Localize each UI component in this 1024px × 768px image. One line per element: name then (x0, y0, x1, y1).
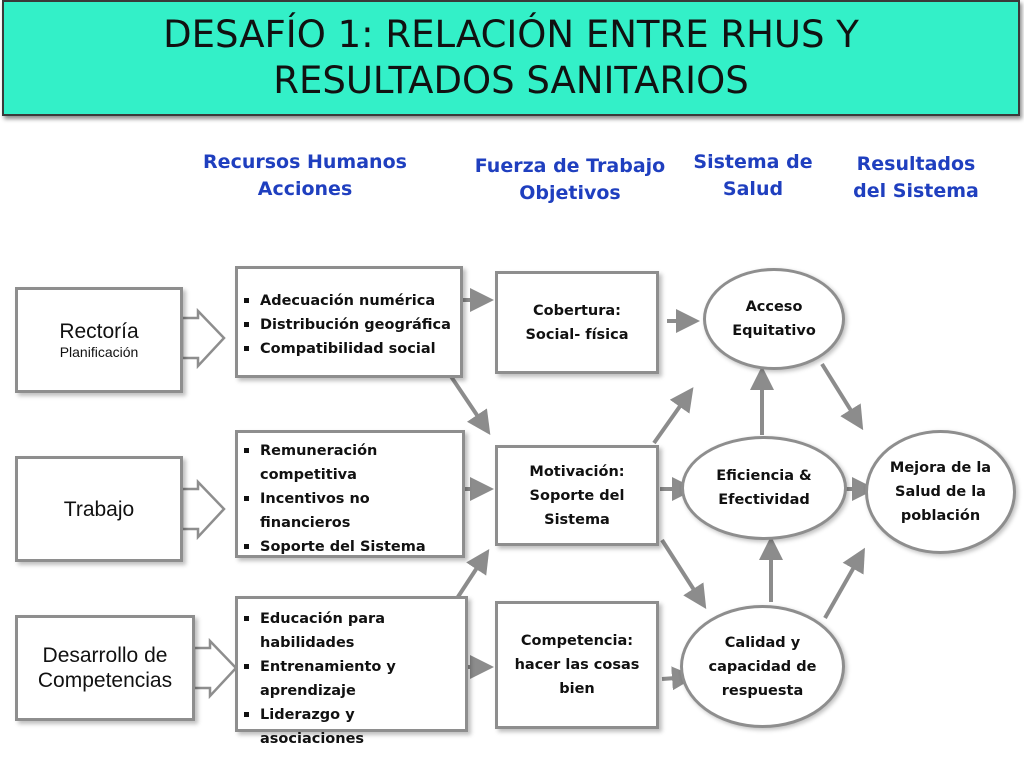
list-item: Remuneración competitiva (244, 439, 456, 487)
rectoria-label: Rectoría (59, 320, 139, 343)
ellipse-eficiencia: Eficiencia & Efectividad (681, 436, 847, 540)
list-item: Entrenamiento y aprendizaje (244, 655, 461, 703)
column-heading-fuerza: Fuerza de Trabajo Objetivos (474, 155, 666, 204)
box-motivacion: Motivación: Soporte del Sistema (495, 445, 659, 546)
slide-title-text: DESAFÍO 1: RELACIÓN ENTRE RHUS Y RESULTA… (163, 13, 859, 102)
list-item: Adecuación numérica (244, 289, 460, 313)
arrow-actions1-motivacion (446, 370, 491, 435)
rectoria-sublabel: Planificación (59, 344, 139, 360)
box-acciones-trabajo: Remuneración competitiva Incentivos no f… (235, 430, 465, 558)
box-acciones-desarrollo: Educación para habilidades Entrenamiento… (235, 596, 468, 747)
box-competencia: Competencia: hacer las cosas bien (495, 601, 659, 729)
acciones-desarrollo-list: Educación para habilidades Entrenamiento… (240, 607, 461, 751)
acciones-trabajo-list: Remuneración competitiva Incentivos no f… (240, 439, 456, 559)
ellipse-mejora-salud: Mejora de la Salud de la población (865, 430, 1016, 554)
block-arrow-trabajo (180, 478, 226, 541)
list-item: Incentivos no financieros (244, 487, 456, 535)
box-acciones-rectoria: Adecuación numérica Distribución geográf… (235, 266, 463, 378)
arrow-motivacion-calidad (660, 538, 707, 610)
list-item: Compatibilidad social (244, 337, 460, 361)
column-heading-recursos: Recursos Humanos Acciones (203, 151, 407, 200)
trabajo-label: Trabajo (63, 497, 135, 521)
column-heading-resultados: Resultados del Sistema (853, 153, 979, 202)
list-item: Liderazgo y asociaciones (244, 703, 461, 751)
arrow-acceso-mejora (820, 362, 864, 431)
acciones-rectoria-list: Adecuación numérica Distribución geográf… (240, 289, 460, 361)
box-desarrollo: Desarrollo de Competencias (15, 615, 195, 721)
block-arrow-desarrollo (192, 637, 238, 700)
slide-title: DESAFÍO 1: RELACIÓN ENTRE RHUS Y RESULTA… (2, 0, 1020, 116)
ellipse-acceso: Acceso Equitativo (703, 268, 845, 370)
box-cobertura: Cobertura: Social- física (495, 271, 659, 374)
ellipse-calidad: Calidad y capacidad de respuesta (680, 605, 845, 728)
list-item: Soporte del Sistema (244, 535, 456, 559)
desarrollo-label: Desarrollo de Competencias (37, 644, 173, 692)
box-rectoria: Rectoría Planificación (15, 287, 183, 393)
arrow-motivacion-acceso (652, 387, 694, 445)
list-item: Distribución geográfica (244, 313, 460, 337)
list-item: Educación para habilidades (244, 607, 461, 655)
block-arrow-rectoria (180, 307, 226, 370)
arrow-calidad-mejora (823, 547, 865, 619)
box-trabajo: Trabajo (15, 456, 183, 562)
column-heading-sistema: Sistema de Salud (693, 151, 813, 200)
